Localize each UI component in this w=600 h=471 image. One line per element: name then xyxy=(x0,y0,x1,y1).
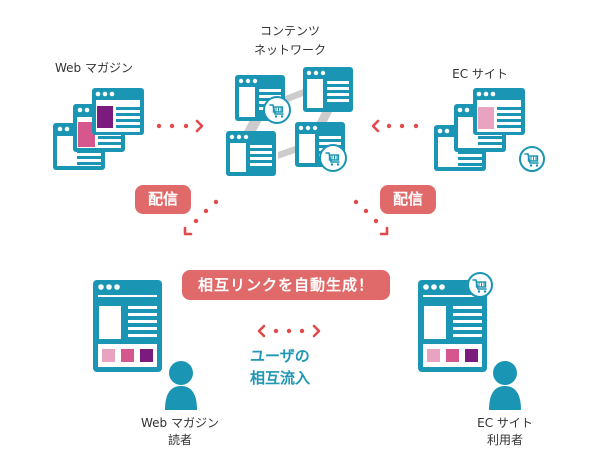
shopping-cart-icon xyxy=(319,144,347,172)
content-network-label-line1: コンテンツ xyxy=(259,24,320,38)
distribute-badge-right: 配信 xyxy=(380,185,436,214)
ec-user-label: EC サイト 利用者 xyxy=(460,415,550,449)
ec-user-line1: EC サイト xyxy=(477,416,533,430)
web-reader-line1: Web マガジン xyxy=(141,416,219,430)
ec-user-line2: 利用者 xyxy=(486,433,523,447)
browser-window-icon xyxy=(226,131,276,176)
web-magazine-windows xyxy=(53,88,144,170)
mutual-inflow-line2: 相互流入 xyxy=(250,369,311,387)
web-magazine-page-icon xyxy=(93,280,162,372)
dotted-arrow-left-icon xyxy=(371,119,419,133)
mutual-inflow-line1: ユーザの xyxy=(250,347,310,365)
web-magazine-label: Web マガジン xyxy=(55,61,133,75)
content-network xyxy=(226,67,353,176)
browser-window-icon xyxy=(303,67,353,112)
shopping-cart-icon xyxy=(467,272,493,298)
ec-site-page-icon xyxy=(418,272,493,372)
shopping-cart-icon xyxy=(519,146,545,172)
distribute-badge-left: 配信 xyxy=(135,185,191,214)
dotted-arrow-down-right-icon xyxy=(353,199,389,236)
dotted-arrow-right-icon xyxy=(156,119,204,133)
ec-site-label: EC サイト xyxy=(452,67,508,81)
user-icon xyxy=(165,361,197,410)
two-way-dotted-arrow-icon xyxy=(257,324,321,338)
dotted-arrow-down-left-icon xyxy=(183,199,219,236)
shopping-cart-icon xyxy=(263,96,291,124)
ec-site-windows xyxy=(434,88,545,172)
content-network-label-line2: ネットワーク xyxy=(253,43,326,57)
content-network-label: コンテンツ ネットワーク xyxy=(230,22,350,60)
browser-window-icon xyxy=(473,88,525,135)
user-icon xyxy=(489,361,521,410)
web-reader-label: Web マガジン 読者 xyxy=(130,415,230,449)
web-reader-line2: 読者 xyxy=(167,433,192,447)
mutual-inflow-label: ユーザの 相互流入 xyxy=(250,345,340,389)
auto-link-badge: 相互リンクを自動生成！ xyxy=(182,270,390,300)
browser-window-icon xyxy=(92,88,144,135)
